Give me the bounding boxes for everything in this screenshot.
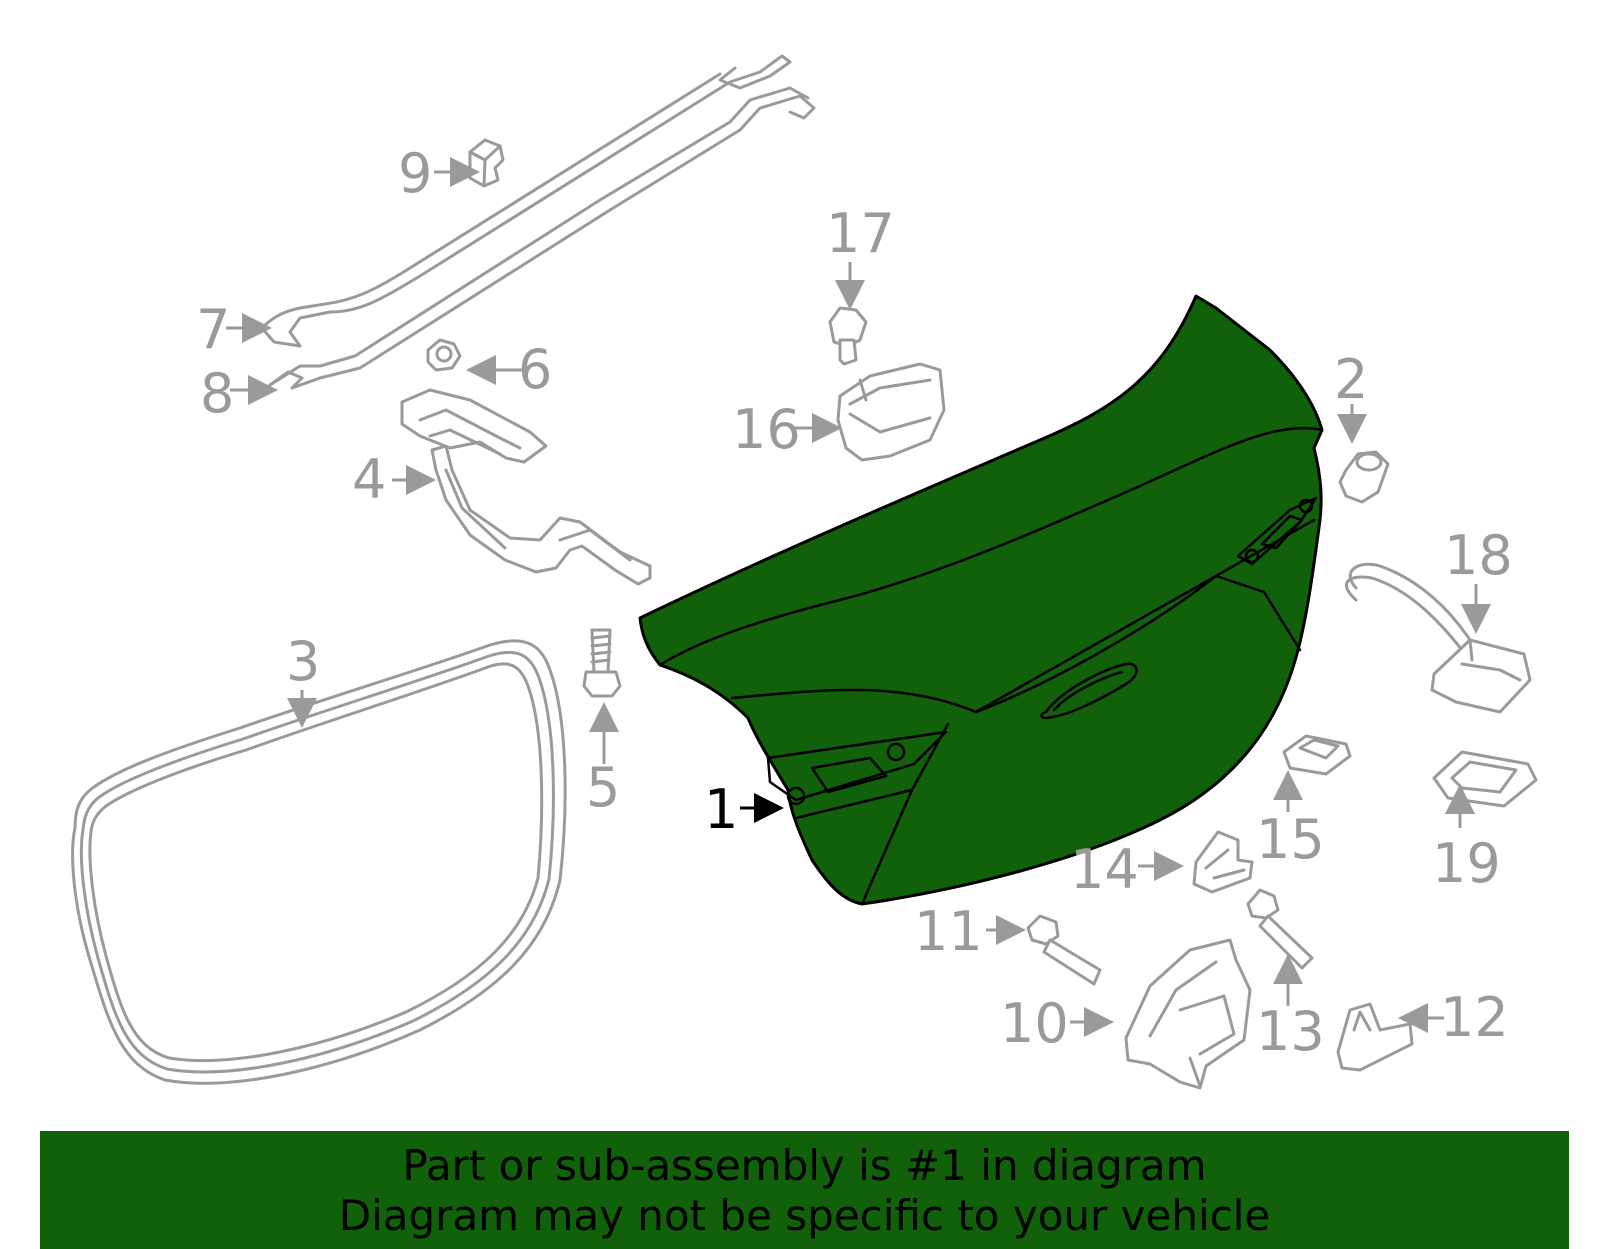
callout-17: 17 <box>826 202 895 265</box>
hinge-bolt-part[interactable] <box>1026 914 1102 986</box>
callout-8: 8 <box>200 362 234 425</box>
stud-bolt-part[interactable] <box>582 628 622 698</box>
release-cable-part[interactable] <box>1344 562 1532 714</box>
callout-11: 11 <box>914 900 983 963</box>
callout-15: 15 <box>1256 808 1325 871</box>
retainer-clip-part[interactable] <box>828 306 868 366</box>
release-switch-part[interactable] <box>1282 734 1352 776</box>
callout-10: 10 <box>1000 992 1069 1055</box>
callout-13: 13 <box>1256 1000 1325 1063</box>
support-rod-part[interactable] <box>260 54 792 348</box>
bumper-clip-part[interactable] <box>468 138 505 188</box>
callout-16: 16 <box>732 398 801 461</box>
hinge-nut-part[interactable] <box>426 338 462 372</box>
disclaimer-banner: Part or sub-assembly is #1 in diagram Di… <box>40 1131 1569 1249</box>
trunk-latch-part[interactable] <box>1124 938 1252 1090</box>
trunk-bumper-part[interactable] <box>1338 450 1390 504</box>
callout-6: 6 <box>518 338 552 401</box>
banner-line-1: Part or sub-assembly is #1 in diagram <box>402 1141 1207 1190</box>
trunk-lid-part[interactable] <box>638 294 1324 906</box>
striker-part[interactable] <box>1336 1002 1414 1072</box>
callout-4: 4 <box>352 448 386 511</box>
callout-2: 2 <box>1334 348 1368 411</box>
callout-9: 9 <box>398 142 432 205</box>
hinge-part[interactable] <box>400 388 652 586</box>
striker-bracket-part[interactable] <box>1192 830 1254 894</box>
banner-line-2: Diagram may not be specific to your vehi… <box>338 1191 1271 1240</box>
latch-bolt-part[interactable] <box>1246 888 1314 970</box>
callout-19: 19 <box>1432 832 1501 895</box>
callout-18: 18 <box>1444 524 1513 587</box>
torsion-bar-part[interactable] <box>268 86 816 390</box>
callout-1: 1 <box>704 778 738 841</box>
callout-14: 14 <box>1070 838 1139 901</box>
callout-12: 12 <box>1440 986 1509 1049</box>
switch-bezel-part[interactable] <box>1432 750 1538 808</box>
callout-5: 5 <box>586 756 620 819</box>
lamp-housing-part[interactable] <box>836 362 946 462</box>
callout-7: 7 <box>196 298 230 361</box>
callout-3: 3 <box>286 630 320 693</box>
weatherstrip-seal-part[interactable] <box>71 639 567 1085</box>
